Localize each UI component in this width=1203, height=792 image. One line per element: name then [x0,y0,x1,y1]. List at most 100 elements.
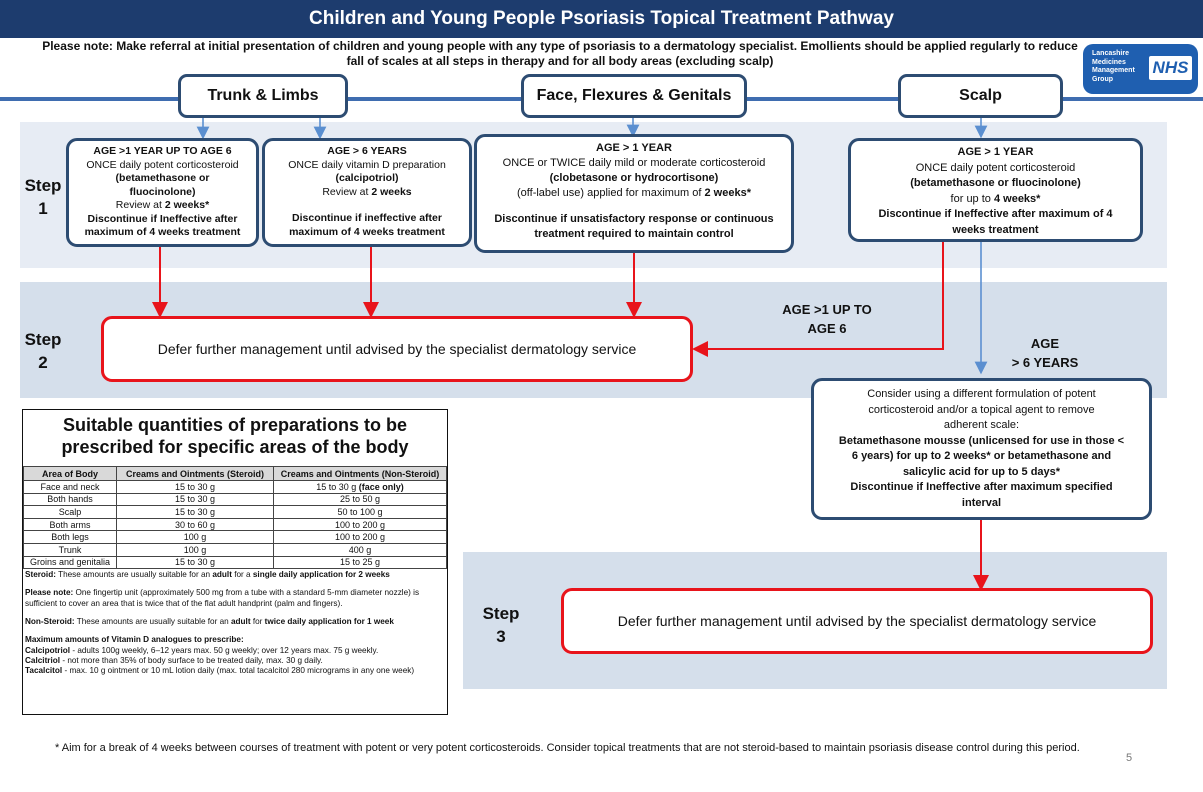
note-label: Steroid: [25,570,56,580]
box-line: ONCE daily potent corticosteroid [915,161,1076,174]
note-label: Please note: [25,588,74,598]
table-cell: Trunk [23,542,117,557]
step2-label: Step 2 [20,328,66,374]
trunk-age-1-to-6-box: AGE >1 YEAR UP TO AGE 6 ONCE daily poten… [66,138,259,247]
table-cell: Face and neck [23,480,117,494]
face-age-over-1-box: AGE > 1 YEAR ONCE or TWICE daily mild or… [474,134,794,253]
table-cell: 100 g [116,542,274,557]
box-discontinue: Discontinue if Ineffective after maximum… [878,208,1113,220]
table-cell: 15 to 30 g [116,492,274,507]
column-header-area: Area of Body [23,466,117,481]
note-text: These amounts are usually suitable for a… [55,570,213,580]
note-emphasis: twice daily application for 1 week [264,617,394,627]
defer-step2-box: Defer further management until advised b… [101,316,693,382]
box-line: ONCE daily vitamin D preparation [288,158,446,171]
box-line: Consider using a different formulation o… [867,388,1096,400]
scalp-age-over-1-box: AGE > 1 YEAR ONCE daily potent corticost… [848,138,1143,242]
table-cell: 400 g [273,542,447,557]
note-text: - max. 10 g ointment or 10 mL lotion dai… [62,666,415,676]
note-text: - adults 100g weekly, 6–12 years max. 50… [70,645,379,655]
vitamin-d-note: Maximum amounts of Vitamin D analogues t… [25,635,445,676]
label-line: AGE >1 UP TO [782,302,872,317]
footnote: * Aim for a break of 4 weeks between cou… [55,742,1080,754]
cell-value: 15 to 30 g [316,481,357,492]
box-review-period: 2 weeks* [164,199,210,211]
step3-number: 3 [496,627,506,646]
box-age: AGE > 6 YEARS [327,145,407,157]
age-1-to-6-label: AGE >1 UP TO AGE 6 [762,300,892,338]
note-label: Maximum amounts of Vitamin D analogues t… [25,635,244,645]
step2-word: Step [24,330,62,349]
note-emphasis: single daily application for 2 weeks [252,570,390,580]
table-cell: Both hands [23,492,117,507]
drug-name: Calcipotriol [25,645,71,655]
header-face-flexures-genitals: Face, Flexures & Genitals [521,74,747,118]
drug-name: Calcitriol [25,655,61,665]
box-age: AGE >1 YEAR UP TO AGE 6 [93,145,232,157]
step1-label: Step 1 [20,174,66,220]
box-discontinue: maximum of 4 weeks treatment [289,225,445,238]
box-discontinue: Discontinue if Ineffective after [87,212,238,225]
box-drug: (calcipotriol) [335,172,399,184]
referral-note: Please note: Make referral at initial pr… [42,39,1078,68]
quantities-box: Suitable quantities of preparations to b… [22,409,448,715]
box-drug: 6 years) for up to 2 weeks* or betametha… [851,450,1112,462]
drug-name: Tacalcitol [25,666,63,676]
box-discontinue: Discontinue if unsatisfactory response o… [494,213,774,225]
box-drug: salicylic acid for up to 5 days* [902,465,1061,478]
header-trunk-limbs: Trunk & Limbs [178,74,348,118]
note-text: for [250,617,265,627]
box-line: ONCE daily potent corticosteroid [86,158,239,171]
fingertip-note: Please note: One fingertip unit (approxi… [25,588,445,609]
column-header-non-steroid: Creams and Ointments (Non-Steroid) [273,466,447,481]
step1-word: Step [24,176,62,195]
page-number: 5 [1126,752,1133,764]
table-cell: 100 to 200 g [273,517,447,532]
note-text: These amounts are usually suitable for a… [74,617,231,627]
table-cell: Both legs [23,530,117,544]
label-line: AGE [1030,336,1060,351]
note-text: for a [231,570,253,580]
note-emphasis: adult [231,617,251,627]
table-cell: Groins and genitalia [23,555,117,570]
table-cell: 30 to 60 g [116,517,274,532]
non-steroid-note: Non-Steroid: These amounts are usually s… [25,617,445,627]
header-scalp: Scalp [898,74,1063,118]
box-discontinue: weeks treatment [952,223,1039,236]
scalp-alternative-formulation-box: Consider using a different formulation o… [811,378,1152,520]
table-header-row: Area of Body Creams and Ointments (Stero… [23,466,447,481]
step2-number: 2 [38,353,48,372]
box-discontinue: maximum of 4 weeks treatment [84,226,241,238]
box-drug: (betamethasone or fluocinolone) [910,177,1081,189]
box-discontinue: Discontinue if ineffective after [292,212,442,224]
note-label: Non-Steroid: [25,617,75,627]
box-age: AGE > 1 YEAR [596,142,672,154]
box-line: corticosteroid and/or a topical agent to… [868,403,1095,416]
box-line: (off-label use) applied for maximum of [517,187,705,199]
box-discontinue: interval [961,496,1002,509]
box-drug: Betamethasone mousse (unlicensed for use… [838,434,1125,447]
box-review: Review at [115,199,165,211]
box-discontinue: Discontinue if Ineffective after maximum… [850,481,1113,493]
step1-number: 1 [38,199,48,218]
table-cell: 15 to 30 g [116,505,274,519]
box-review-period: 2 weeks [371,185,412,198]
box-line: ONCE or TWICE daily mild or moderate cor… [502,157,766,169]
note-text: - not more than 35% of body surface to b… [60,655,323,665]
trunk-age-over-6-box: AGE > 6 YEARS ONCE daily vitamin D prepa… [262,138,472,247]
quantities-title-line1: Suitable quantities of preparations to b… [62,415,408,435]
table-cell: 15 to 30 g (face only) [273,480,447,494]
box-line: adherent scale: [943,419,1020,431]
box-age: AGE > 1 YEAR [957,146,1034,158]
label-line: > 6 YEARS [1011,355,1079,370]
face-only-note: (face only) [356,481,404,492]
table-cell: 50 to 100 g [273,505,447,519]
step3-word: Step [482,604,520,623]
table-cell: 100 to 200 g [273,530,447,544]
